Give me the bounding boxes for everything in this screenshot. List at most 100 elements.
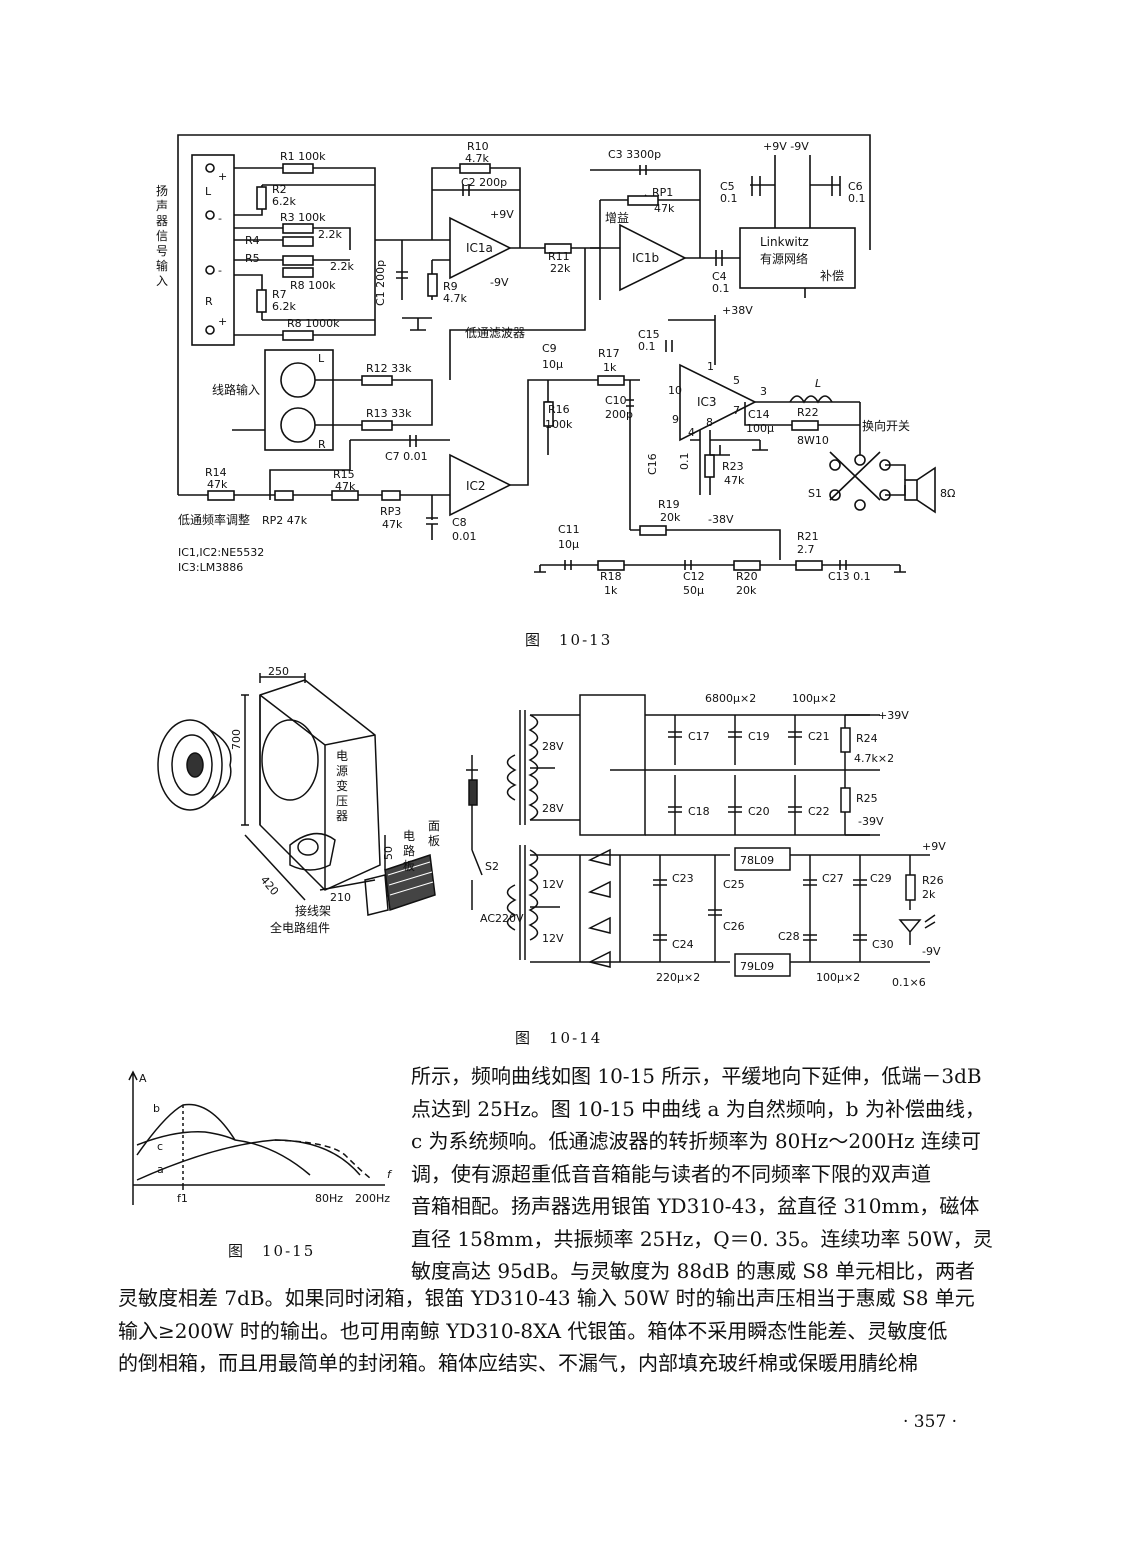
label-C6-value: 0.1	[848, 192, 866, 205]
label-C12: C12	[683, 570, 705, 583]
label-C6: C6	[848, 180, 863, 193]
label-lpf: 低通滤波器	[465, 326, 525, 340]
label-R17-value: 1k	[603, 361, 617, 374]
text-line: 所示，频响曲线如图 10-15 所示，平缓地向下延伸，低端－3dB	[411, 1064, 982, 1088]
label-R23: R23	[722, 460, 744, 473]
label-R12: R12 33k	[366, 362, 412, 375]
label-transformer-2: 源	[336, 764, 348, 778]
label-ic-types-a: IC1,IC2:NE5532	[178, 546, 264, 559]
label-R16: R16	[548, 403, 570, 416]
label-compensation: 补偿	[820, 268, 844, 283]
label-cap-220: 220μ×2	[656, 971, 700, 984]
label-R9-value: 4.7k	[443, 292, 467, 305]
label-C22: C22	[808, 805, 830, 818]
text-line: 输入≥200W 时的输出。也可用南鲸 YD310-8XA 代银笛。箱体不采用瞬态…	[118, 1318, 948, 1343]
curve-label-c: c	[157, 1140, 163, 1153]
label-C25: C25	[723, 878, 745, 891]
label-C28: C28	[778, 930, 800, 943]
label-line-input: 线路输入	[212, 382, 260, 397]
label-C13: C13 0.1	[828, 570, 871, 583]
label-pcb-2: 路	[403, 843, 415, 858]
label-R7: R7	[272, 288, 287, 301]
text-line: 的倒相箱，而且用最简单的封闭箱。箱体应结实、不漏气，内部填充玻纤棉或保暖用腈纶棉	[118, 1351, 918, 1375]
label-line-R: R	[318, 438, 326, 451]
curve-label-b: b	[153, 1102, 160, 1115]
label-R21: R21	[797, 530, 819, 543]
label-R4: R4	[245, 234, 260, 247]
label-pin1: 1	[707, 360, 714, 373]
label-C12-value: 50μ	[683, 584, 704, 597]
label-minus9V-1: -9V	[490, 276, 509, 289]
curve-b	[136, 1103, 236, 1156]
label-R2: R2	[272, 183, 287, 196]
label-R10-value: 4.7k	[465, 152, 489, 165]
label-speaker-input-7: 入	[156, 274, 168, 288]
label-plus39V: +39V	[878, 709, 909, 722]
text-line: 调，使有源超重低音音箱能与读者的不同频率下限的双声道	[411, 1161, 931, 1186]
label-C2: C2 200p	[461, 176, 507, 189]
tick-200hz: 200Hz	[355, 1192, 390, 1205]
caption-fig-10-15: 图 10-15	[228, 1242, 316, 1260]
label-cap-6800: 6800μ×2	[705, 692, 756, 705]
label-RP3-value: 47k	[382, 518, 403, 531]
label-supply-rails: +9V -9V	[763, 140, 809, 153]
label-R8b: R8 1000k	[287, 317, 340, 330]
label-C18: C18	[688, 805, 710, 818]
label-C15: C15	[638, 328, 660, 341]
label-terminal-rack: 接线架	[295, 903, 331, 918]
label-28V-a: 28V	[542, 740, 564, 753]
label-lpf-adjust: 低通频率调整	[178, 512, 250, 527]
label-79L09: 79L09	[740, 960, 774, 973]
label-C30: C30	[872, 938, 894, 951]
label-8ohm: 8Ω	[940, 487, 955, 500]
label-ic-types-b: IC3:LM3886	[178, 561, 243, 574]
label-C27: C27	[822, 872, 844, 885]
label-transformer-5: 器	[336, 809, 348, 823]
label-C24: C24	[672, 938, 694, 951]
label-R1: R1 100k	[280, 150, 326, 163]
label-R9: R9	[443, 280, 458, 293]
dim-250: 250	[268, 665, 289, 678]
label-IC1b: IC1b	[632, 251, 659, 265]
label-R10: R10	[467, 140, 489, 153]
label-R4-value: 2.2k	[318, 228, 342, 241]
figure-10-15-response-curves: A b c a f1 80Hz 200Hz f	[128, 1070, 393, 1205]
label-pcb-1: 电	[403, 829, 415, 843]
body-text-wrapped: 所示，频响曲线如图 10-15 所示，平缓地向下延伸，低端－3dB 点达到 25…	[411, 1060, 996, 1288]
label-C8: C8	[452, 516, 467, 529]
label-RP1: RP1	[652, 186, 673, 199]
label-full-assembly: 全电路组件	[270, 920, 330, 935]
label-minus-2: -	[218, 264, 222, 277]
label-R13: R13 33k	[366, 407, 412, 420]
label-minus-1: -	[218, 212, 222, 225]
label-pin3: 3	[760, 385, 767, 398]
label-R25: R25	[856, 792, 878, 805]
label-pin9: 9	[672, 413, 679, 426]
label-C8-value: 0.01	[452, 530, 477, 543]
label-speaker-input-1: 扬	[156, 183, 168, 198]
label-IC1a: IC1a	[466, 241, 493, 255]
label-R3: R3 100k	[280, 211, 326, 224]
label-speaker-input-5: 号	[156, 244, 168, 258]
label-R16-value: 100k	[545, 418, 573, 431]
label-plus38V: +38V	[722, 304, 753, 317]
label-RP3: RP3	[380, 505, 401, 518]
label-C10-value: 200p	[605, 408, 633, 421]
label-C23: C23	[672, 872, 694, 885]
label-panel-1: 面	[428, 819, 440, 833]
label-R17: R17	[598, 347, 620, 360]
axis-f: f	[387, 1168, 393, 1181]
label-R19-value: 20k	[660, 511, 681, 524]
label-R2-value: 6.2k	[272, 195, 296, 208]
text-line: 音箱相配。扬声器选用银笛 YD310-43，盆直径 310mm，磁体	[411, 1194, 980, 1218]
label-28V-b: 28V	[542, 802, 564, 815]
curve-label-a: a	[157, 1163, 164, 1176]
label-C16-value: 0.1	[678, 453, 691, 471]
label-pin8: 8	[706, 416, 713, 429]
label-R21-value: 2.7	[797, 543, 815, 556]
label-S2: S2	[485, 860, 499, 873]
figure-10-14-power-supply: 28V 28V 12V 12V AC220V S2 6800μ×2 100μ×2…	[466, 692, 946, 989]
label-pin4: 4	[688, 426, 695, 439]
dim-420: 420	[258, 874, 281, 898]
label-R: R	[205, 295, 213, 308]
